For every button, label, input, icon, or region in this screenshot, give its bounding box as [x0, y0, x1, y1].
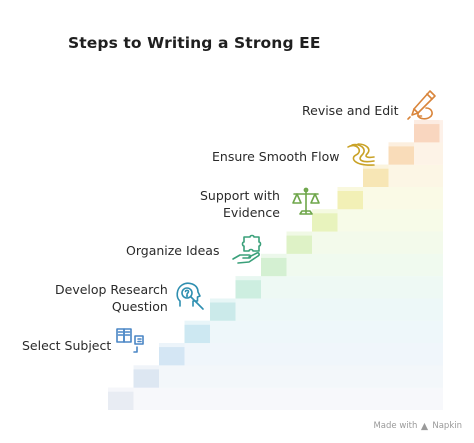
stair-side-fill — [439, 120, 443, 143]
stair-side-fill — [159, 365, 443, 388]
stair-step-tread — [261, 253, 287, 258]
stair-step-riser — [108, 387, 134, 410]
step-label-ensure-smooth-flow: Ensure Smooth Flow — [212, 149, 340, 164]
stair-step-riser — [337, 187, 363, 210]
book-and-pen-icon — [116, 328, 144, 353]
stair-step-riser — [184, 320, 210, 344]
stair-step-riser — [414, 120, 440, 143]
stair-side-fill — [235, 298, 443, 321]
watermark-brand: Napkin — [432, 421, 462, 431]
stair-step-tread — [210, 298, 236, 303]
stair-step-tread — [184, 320, 210, 325]
stair-step-tread — [312, 209, 338, 214]
stair-step-tread — [235, 276, 261, 281]
step-label-organize-ideas: Organize Ideas — [126, 243, 220, 258]
stair-step-tread — [363, 164, 389, 169]
stair-step-riser — [312, 209, 338, 232]
head-with-magnifier-icon — [176, 282, 204, 310]
made-with-napkin-watermark: Made with Napkin — [373, 421, 462, 431]
step-label-select-subject: Select Subject — [22, 338, 112, 353]
stair-step-riser — [235, 276, 261, 299]
diagram-title: Steps to Writing a Strong EE — [68, 34, 321, 52]
stair-step-riser — [210, 298, 236, 321]
stair-step-tread — [108, 387, 134, 392]
stair-step-tread — [159, 343, 185, 348]
stair-side-fill — [363, 187, 443, 210]
stair-step-riser — [286, 231, 312, 254]
stair-side-fill — [388, 164, 443, 187]
step-label-revise-and-edit: Revise and Edit — [302, 103, 399, 118]
stair-side-fill — [133, 387, 443, 410]
stair-step-riser — [388, 142, 414, 165]
stair-step-riser — [159, 343, 185, 366]
stair-side-fill — [312, 231, 443, 254]
stair-step-riser — [261, 253, 287, 277]
hand-with-puzzle-piece-icon — [232, 234, 262, 264]
stair-step-tread — [133, 365, 159, 370]
stair-step-tread — [337, 187, 363, 191]
stair-step-riser — [363, 164, 389, 187]
watermark-text: Made with — [373, 421, 418, 431]
stair-step-tread — [388, 142, 414, 147]
stair-step-riser — [133, 365, 159, 388]
stair-side-fill — [261, 276, 443, 299]
stair-step-tread — [414, 120, 440, 125]
stair-side-fill — [414, 142, 443, 165]
stair-step-tread — [286, 231, 312, 236]
stair-side-fill — [184, 343, 443, 366]
balance-scale-icon — [292, 187, 320, 215]
pencil-with-arrow-icon — [407, 90, 436, 120]
napkin-logo-icon — [421, 422, 429, 430]
stair-side-fill — [210, 320, 443, 344]
flowing-waves-icon — [347, 143, 375, 166]
stair-side-fill — [337, 209, 443, 232]
stair-side-fill — [286, 253, 443, 277]
